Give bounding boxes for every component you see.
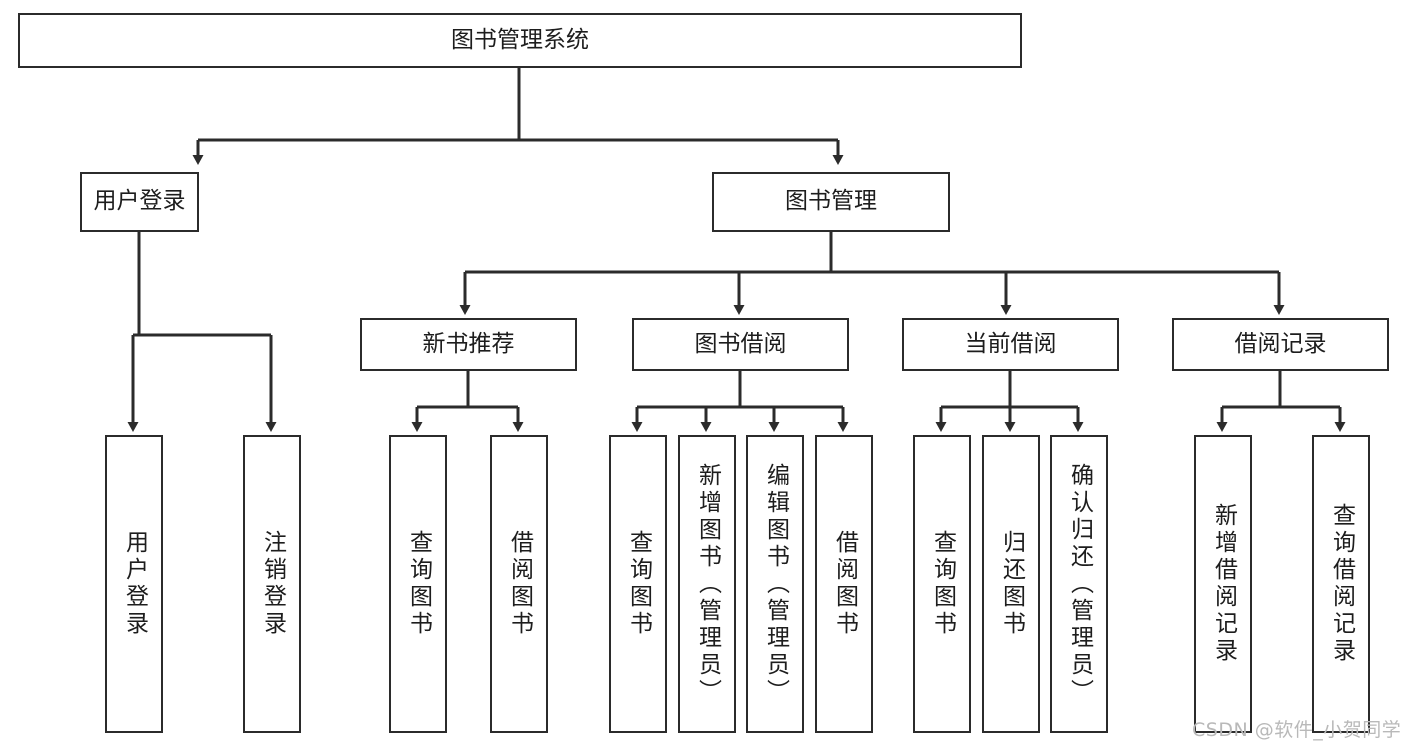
leaf-user-login[interactable]: 用户登录 [105, 435, 163, 733]
leaf-return-book[interactable]: 归还图书 [982, 435, 1040, 733]
leaf-logout-login[interactable]: 注销登录 [243, 435, 301, 733]
node-root-label: 图书管理系统 [451, 26, 589, 53]
leaf-borrow-book-2-label: 借阅图书 [831, 530, 858, 638]
leaf-query-record[interactable]: 查询借阅记录 [1312, 435, 1370, 733]
leaf-edit-book[interactable]: 编辑图书（管理员） [746, 435, 804, 733]
leaf-add-record[interactable]: 新增借阅记录 [1194, 435, 1252, 733]
leaf-query-book-3[interactable]: 查询图书 [913, 435, 971, 733]
leaf-edit-book-label: 编辑图书（管理员） [762, 462, 789, 706]
node-book-management-label: 图书管理 [785, 188, 877, 215]
leaf-return-book-label: 归还图书 [998, 530, 1025, 638]
node-borrow-record-label: 借阅记录 [1234, 330, 1327, 357]
node-user-login[interactable]: 用户登录 [80, 172, 199, 232]
node-borrow-record[interactable]: 借阅记录 [1172, 318, 1389, 371]
leaf-query-book-3-label: 查询图书 [929, 530, 956, 638]
node-book-borrow-label: 图书借阅 [694, 330, 787, 357]
node-book-borrow[interactable]: 图书借阅 [632, 318, 849, 371]
leaf-borrow-book-2[interactable]: 借阅图书 [815, 435, 873, 733]
leaf-query-book-2-label: 查询图书 [625, 530, 652, 638]
leaf-query-record-label: 查询借阅记录 [1328, 503, 1355, 665]
leaf-user-login-label: 用户登录 [121, 530, 148, 638]
leaf-add-book-label: 新增图书（管理员） [694, 462, 721, 706]
node-user-login-label: 用户登录 [93, 188, 186, 215]
leaf-query-book-1[interactable]: 查询图书 [389, 435, 447, 733]
leaf-logout-login-label: 注销登录 [259, 530, 286, 638]
csdn-watermark: CSDN @软件_小贺同学 [1192, 719, 1402, 741]
node-current-borrow[interactable]: 当前借阅 [902, 318, 1119, 371]
node-current-borrow-label: 当前借阅 [964, 330, 1057, 357]
leaf-confirm-return-label: 确认归还（管理员） [1066, 462, 1093, 706]
leaf-query-book-1-label: 查询图书 [405, 530, 432, 638]
leaf-add-book[interactable]: 新增图书（管理员） [678, 435, 736, 733]
node-new-book-recommend[interactable]: 新书推荐 [360, 318, 577, 371]
leaf-borrow-book-1[interactable]: 借阅图书 [490, 435, 548, 733]
leaf-query-book-2[interactable]: 查询图书 [609, 435, 667, 733]
node-root[interactable]: 图书管理系统 [18, 13, 1022, 68]
leaf-add-record-label: 新增借阅记录 [1210, 503, 1237, 665]
leaf-confirm-return[interactable]: 确认归还（管理员） [1050, 435, 1108, 733]
node-book-management[interactable]: 图书管理 [712, 172, 950, 232]
node-new-book-recommend-label: 新书推荐 [422, 330, 515, 357]
leaf-borrow-book-1-label: 借阅图书 [506, 530, 533, 638]
